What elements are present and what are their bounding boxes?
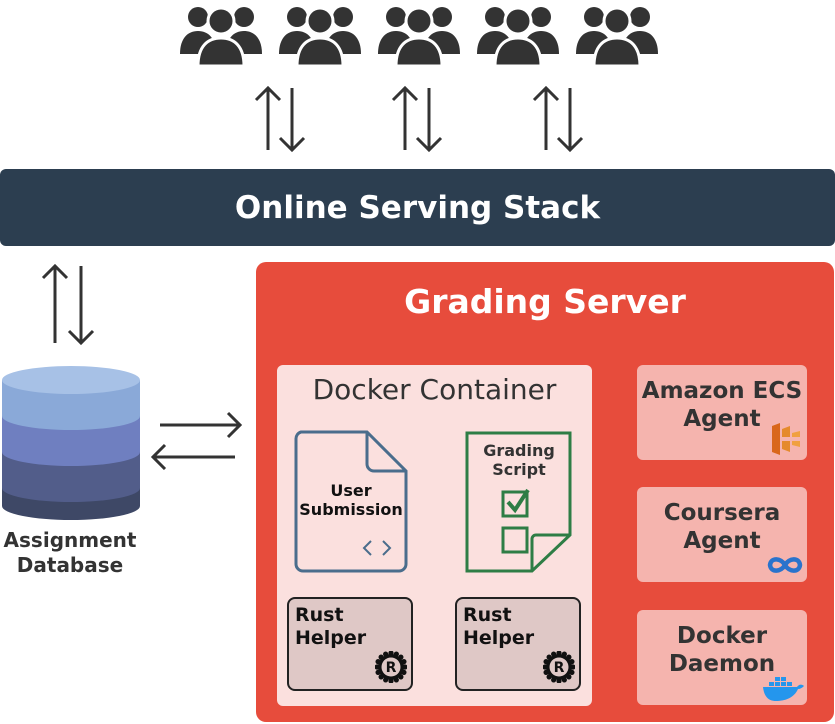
checkbox-icon (501, 488, 530, 518)
arrows-stack-db (41, 263, 95, 346)
bidirectional-arrow-icon (254, 85, 306, 153)
rust-helper-1-label: Rust Helper (295, 604, 366, 650)
user-group-icon (378, 2, 460, 66)
checkbox-icon (501, 526, 529, 554)
arrows-db-server (150, 411, 243, 470)
rust-helper-1-line1: Rust (295, 604, 344, 626)
grading-script-document (465, 431, 572, 573)
coursera-agent-box: Coursera Agent (637, 487, 807, 582)
rust-helper-2-line2: Helper (463, 627, 535, 649)
database-label-line1: Assignment (3, 528, 137, 552)
serving-stack-label: Online Serving Stack (234, 189, 601, 226)
coursera-agent-line1: Coursera (663, 500, 781, 526)
rust-helper-1-line2: Helper (295, 627, 367, 649)
rust-logo-icon: R (542, 650, 576, 687)
arrows-top (254, 85, 584, 153)
amazon-ecs-agent-line1: Amazon ECS (641, 378, 803, 404)
docker-daemon-line2: Daemon (668, 651, 776, 677)
bidirectional-arrow-icon (391, 85, 443, 153)
grading-script-line1: Grading (483, 441, 555, 460)
docker-whale-icon (763, 677, 804, 701)
coursera-icon (767, 557, 803, 573)
svg-text:R: R (554, 660, 565, 676)
rust-helper-2-line1: Rust (463, 604, 512, 626)
user-submission-line2: Submission (299, 500, 403, 519)
grading-server-title: Grading Server (404, 282, 686, 321)
user-group-icon (279, 2, 361, 66)
amazon-ecs-agent-box: Amazon ECS Agent (637, 365, 807, 460)
grading-script-line2: Script (492, 460, 546, 479)
online-serving-stack: Online Serving Stack (0, 169, 835, 246)
docker-container-title: Docker Container (312, 373, 557, 406)
user-group-icon (576, 2, 658, 66)
user-submission-label: User Submission (293, 481, 409, 519)
amazon-ecs-agent-line2: Agent (683, 406, 761, 432)
code-brackets-icon (362, 540, 392, 556)
docker-daemon-box: Docker Daemon (637, 610, 807, 705)
user-submission-document (294, 430, 408, 573)
bidirectional-arrow-icon (150, 411, 243, 470)
rust-helper-1: Rust Helper R (287, 597, 413, 691)
database-label-line2: Database (16, 553, 124, 577)
rust-helper-2-label: Rust Helper (463, 604, 534, 650)
svg-text:R: R (386, 660, 397, 676)
coursera-agent-line2: Agent (683, 528, 761, 554)
user-group-icon (180, 2, 262, 66)
rust-logo-icon: R (374, 650, 408, 687)
user-submission-line1: User (330, 481, 372, 500)
database-label: Assignment Database (0, 528, 140, 578)
bidirectional-arrow-icon (532, 85, 584, 153)
docker-daemon-line1: Docker (676, 623, 768, 649)
amazon-ecs-icon (772, 423, 800, 455)
database-icon (2, 366, 140, 520)
user-group-icon (477, 2, 559, 66)
grading-script-label: Grading Script (464, 441, 574, 479)
rust-helper-2: Rust Helper R (455, 597, 581, 691)
bidirectional-arrow-icon (41, 263, 95, 346)
